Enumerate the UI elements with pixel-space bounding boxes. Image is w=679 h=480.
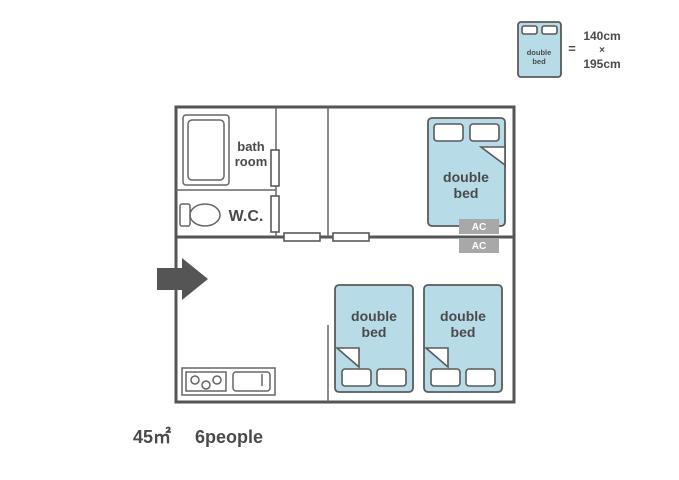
bathroom: bath room (182, 114, 268, 186)
toilet-bowl (189, 203, 221, 227)
legend-length: 195cm (583, 57, 620, 71)
stove (185, 371, 227, 392)
ac-units: AC AC (459, 219, 499, 253)
wc-label: W.C. (229, 208, 264, 225)
ac-unit-lower (459, 238, 499, 253)
bath-label-line2: room (235, 154, 268, 169)
bath-label-line1: bath (237, 139, 265, 154)
toilet-tank (179, 203, 191, 227)
legend-pillow-left (521, 25, 538, 35)
burner-icon (212, 375, 222, 385)
bed-label-line2: bed (451, 324, 476, 340)
bed-bottom-left: double bed (334, 284, 414, 393)
legend-equals: = (568, 41, 576, 56)
bath-sliding-door (270, 149, 280, 187)
bed-top-right: double bed (427, 117, 506, 227)
bed-label-line1: double (351, 308, 397, 324)
ac-label-lower: AC (472, 241, 486, 252)
ac-unit-upper (459, 219, 499, 234)
bed-bottom-right: double bed (423, 284, 503, 393)
bed-pillow-left (341, 368, 372, 387)
bed-label-line1: double (443, 169, 489, 185)
outer-wall (174, 105, 516, 404)
bathtub (182, 114, 230, 186)
kitchen-counter (181, 367, 276, 396)
bed-label-line2: bed (362, 324, 387, 340)
bed-label-line1: double (440, 308, 486, 324)
bed-sheet-fold (334, 347, 360, 369)
area-label: 45㎡ (133, 426, 171, 447)
corridor-sliding-door-right (332, 232, 370, 242)
wc-sliding-door (270, 195, 280, 233)
legend-times: × (599, 45, 605, 56)
entrance-arrow-icon (157, 258, 208, 300)
bed-label-line2: bed (454, 185, 479, 201)
bed-pillow-right (469, 123, 500, 142)
legend-width: 140cm (583, 29, 620, 43)
capacity-label: 6people (195, 427, 263, 447)
sink (232, 371, 271, 392)
bed-frame (334, 284, 414, 393)
bed-pillow-right (376, 368, 407, 387)
bed-sheet-fold (478, 146, 506, 167)
legend-bed-label-line1: double (527, 48, 552, 57)
bed-sheet-fold (423, 347, 449, 369)
burner-icon (201, 380, 211, 390)
wc: W.C. (179, 203, 264, 227)
burner-icon (190, 375, 200, 385)
legend-bed-label-line2: bed (532, 57, 546, 66)
ac-label-upper: AC (472, 222, 486, 233)
bathtub-inner (187, 119, 225, 181)
bed-pillow-left (430, 368, 461, 387)
bed-frame (423, 284, 503, 393)
bed-pillow-right (465, 368, 496, 387)
bed-size-legend: double bed = 140cm × 195cm (517, 21, 621, 78)
legend-bed-icon (517, 21, 562, 78)
counter (181, 367, 276, 396)
corridor-sliding-door-left (283, 232, 321, 242)
legend-pillow-right (541, 25, 558, 35)
bed-pillow-left (433, 123, 464, 142)
